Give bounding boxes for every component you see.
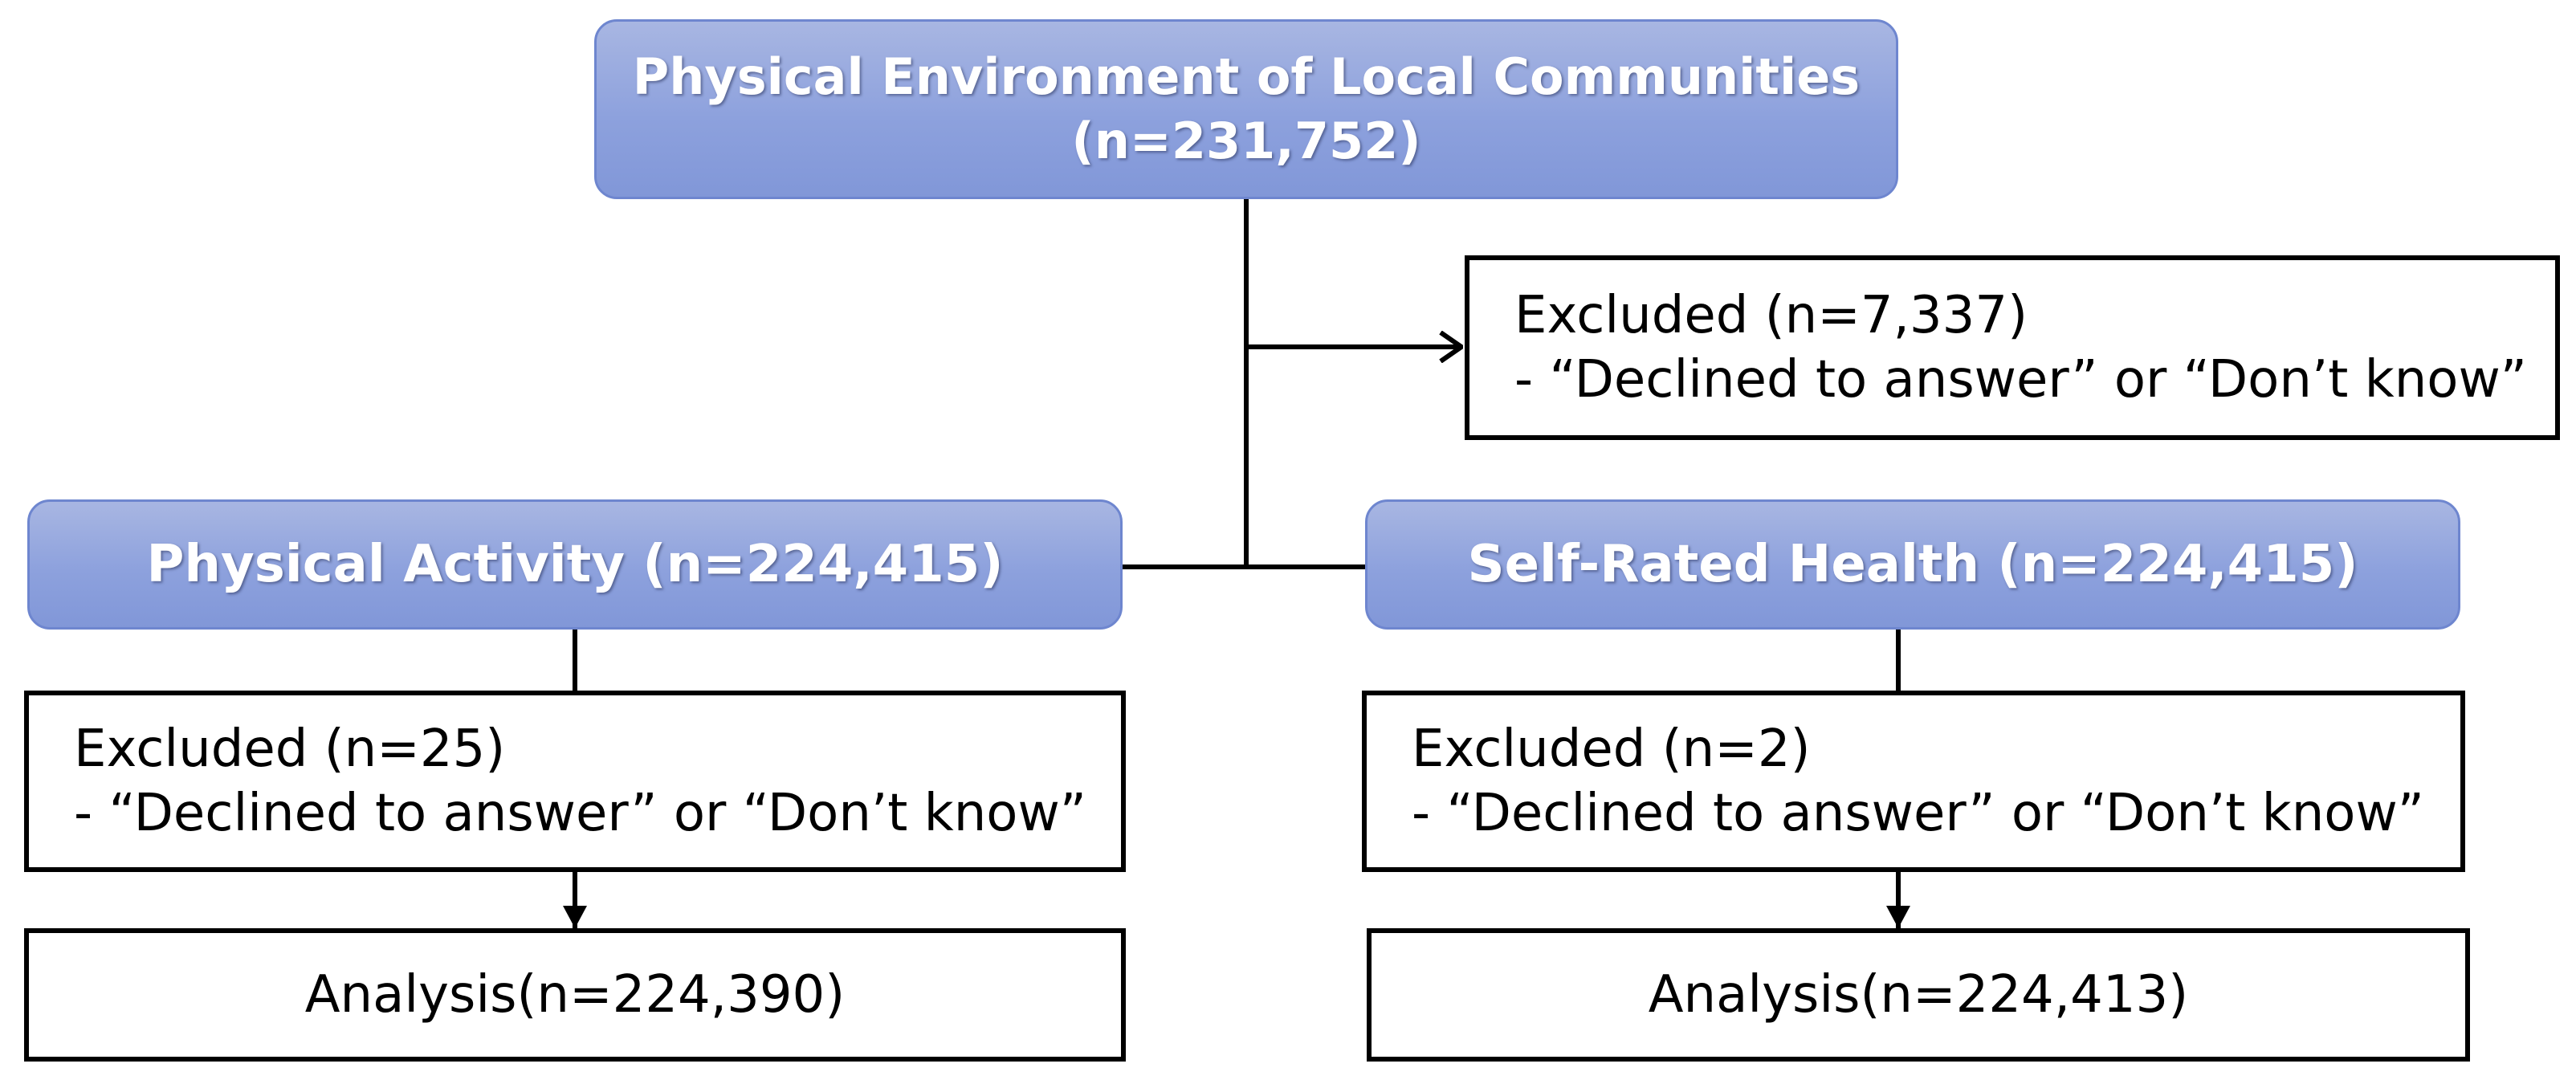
excluded-source-count: Excluded (n=7,337) <box>1514 286 2028 345</box>
excluded-physical-activity-reason: - “Declined to answer” or “Don’t know” <box>74 784 1086 843</box>
self-rated-health-label: Self-Rated Health (n=224,415) <box>1467 535 2358 594</box>
self-rated-health-box: Self-Rated Health (n=224,415) <box>1365 499 2460 630</box>
analysis-physical-activity-box: Analysis(n=224,390) <box>24 928 1126 1062</box>
source-title: Physical Environment of Local Communitie… <box>632 47 1861 106</box>
excluded-source-reason: - “Declined to answer” or “Don’t know” <box>1514 350 2527 410</box>
analysis-physical-activity-label: Analysis(n=224,390) <box>304 965 846 1025</box>
excluded-self-rated-health-reason: - “Declined to answer” or “Don’t know” <box>1412 784 2424 843</box>
excluded-source-box: Excluded (n=7,337) - “Declined to answer… <box>1465 255 2560 440</box>
source-count: (n=231,752) <box>1071 112 1421 170</box>
physical-activity-label: Physical Activity (n=224,415) <box>146 535 1004 594</box>
analysis-self-rated-health-label: Analysis(n=224,413) <box>1648 965 2189 1025</box>
excluded-self-rated-health-count: Excluded (n=2) <box>1412 719 1811 779</box>
analysis-self-rated-health-box: Analysis(n=224,413) <box>1367 928 2470 1062</box>
physical-activity-box: Physical Activity (n=224,415) <box>27 499 1123 630</box>
excluded-physical-activity-box: Excluded (n=25) - “Declined to answer” o… <box>24 691 1126 872</box>
excluded-physical-activity-count: Excluded (n=25) <box>74 719 506 779</box>
source-population-box: Physical Environment of Local Communitie… <box>594 19 1898 199</box>
excluded-self-rated-health-box: Excluded (n=2) - “Declined to answer” or… <box>1362 691 2465 872</box>
